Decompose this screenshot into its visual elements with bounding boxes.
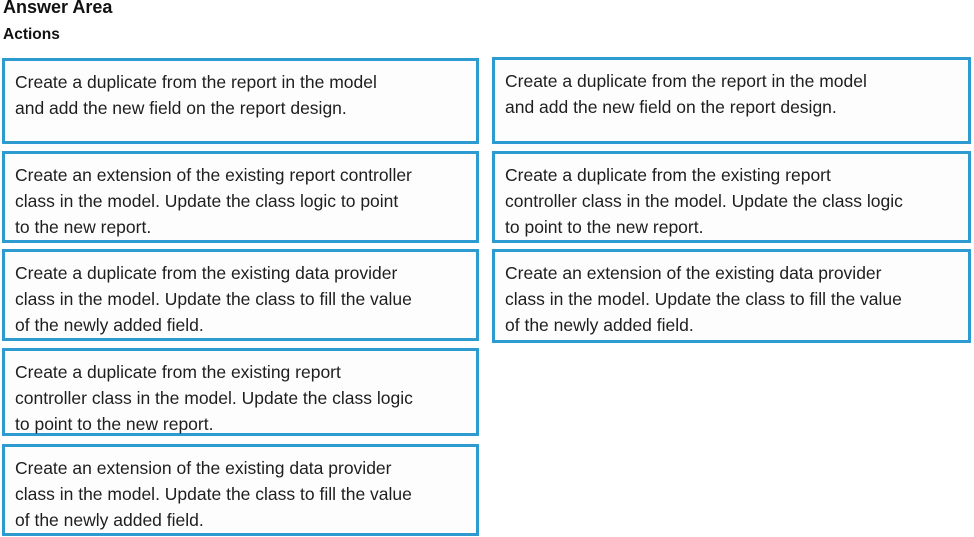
actions-label: Actions	[3, 26, 60, 43]
action-card[interactable]: Create an extension of the existing repo…	[2, 151, 479, 243]
answer-card[interactable]: Create a duplicate from the report in th…	[492, 57, 971, 144]
answer-card[interactable]: Create an extension of the existing data…	[492, 249, 971, 343]
action-card[interactable]: Create a duplicate from the existing dat…	[2, 249, 479, 341]
answer-card[interactable]: Create a duplicate from the existing rep…	[492, 151, 971, 243]
action-card[interactable]: Create a duplicate from the report in th…	[2, 58, 479, 144]
answer-area-title: Answer Area	[3, 0, 113, 17]
action-card[interactable]: Create a duplicate from the existing rep…	[2, 348, 479, 436]
action-card[interactable]: Create an extension of the existing data…	[2, 444, 479, 536]
